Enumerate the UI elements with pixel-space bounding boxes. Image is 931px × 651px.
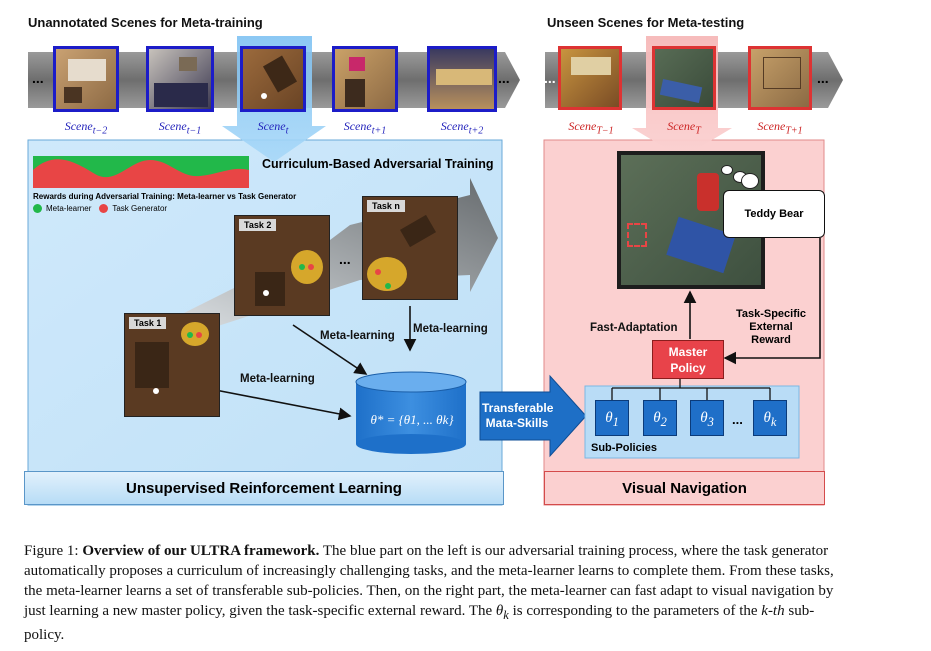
- rewards-legend: Meta-learner Task Generator: [33, 204, 167, 213]
- sub-policies-label: Sub-Policies: [591, 442, 658, 454]
- scene-label: Scenet−2: [64, 119, 108, 137]
- meta-learner-legend-dot: [33, 204, 42, 213]
- curriculum-title: Curriculum-Based Adversarial Training: [262, 157, 494, 171]
- scene-label: Scenet+1: [343, 119, 387, 137]
- figure-caption: Figure 1: Overview of our ULTRA framewor…: [24, 543, 834, 643]
- sub-policy-theta: θ1: [595, 400, 629, 436]
- target-marker-icon: [627, 223, 647, 247]
- scene-label: SceneT: [667, 119, 701, 137]
- meta-learning-label: Meta-learning: [413, 323, 488, 335]
- task-label: Task 1: [129, 317, 167, 329]
- test-scene-thumbnail-current: [652, 46, 716, 110]
- legend-label: Task Generator: [112, 204, 168, 213]
- external-reward-label: Task-Specific External Reward: [735, 308, 807, 346]
- thought-bubble-icon: [721, 165, 733, 175]
- robot-icon: [697, 173, 719, 211]
- test-scene-thumbnail: [748, 46, 812, 110]
- test-scene-thumbnail: [558, 46, 622, 110]
- scene-thumbnail: [53, 46, 119, 112]
- scene-thumbnail: [332, 46, 398, 112]
- scene-label: SceneT−1: [568, 119, 614, 137]
- legend-label: Meta-learner: [46, 204, 92, 213]
- task-label: Task n: [367, 200, 405, 212]
- task-generator-reward-area: [33, 159, 249, 188]
- meta-learning-label: Meta-learning: [240, 373, 315, 385]
- test-ellipsis-left: ...: [544, 70, 556, 86]
- meta-learning-arrow-task2: [292, 324, 368, 375]
- visual-navigation-label: Visual Navigation: [544, 471, 825, 505]
- task-card-1: Task 1: [124, 313, 220, 417]
- scene-label: Scenet−1: [158, 119, 202, 137]
- train-ellipsis-right: ...: [498, 70, 510, 86]
- goal-bubble: Teddy Bear: [723, 190, 825, 238]
- sub-policy-theta: θk: [753, 400, 787, 436]
- thought-bubble-icon: [741, 173, 759, 189]
- scene-thumbnail: [146, 46, 214, 112]
- task-ellipsis: ...: [339, 251, 351, 267]
- skill-database-cylinder: [355, 371, 467, 454]
- task-card-2: Task 2: [234, 215, 330, 316]
- transferable-skills-arrow: [479, 374, 587, 458]
- rewards-title: Rewards during Adversarial Training: Met…: [33, 192, 297, 201]
- unsupervised-rl-label: Unsupervised Reinforcement Learning: [24, 471, 504, 505]
- scene-label: Scenet+2: [440, 119, 484, 137]
- task-card-n: Task n: [362, 196, 458, 300]
- sub-policy-theta: θ2: [643, 400, 677, 436]
- train-ellipsis-left: ...: [32, 70, 44, 86]
- meta-testing-header: Unseen Scenes for Meta-testing: [547, 15, 745, 30]
- fast-adaptation-label: Fast-Adaptation: [590, 322, 678, 334]
- scene-thumbnail: [427, 46, 497, 112]
- caption-title: Overview of our ULTRA framework.: [82, 543, 320, 559]
- theta-formula: θ* = {θ1, ... θk}: [370, 412, 454, 427]
- transferable-skills-label: Transferable Mata-Skills: [482, 401, 554, 430]
- sub-policy-theta: θ3: [690, 400, 724, 436]
- meta-learning-arrow-task1: [204, 387, 352, 421]
- scene-thumbnail-current: [240, 46, 306, 112]
- task-label: Task 2: [239, 219, 277, 231]
- scene-label: Scenet: [257, 119, 289, 137]
- scene-label: SceneT+1: [757, 119, 803, 137]
- external-reward-arrow: [723, 238, 821, 365]
- meta-learning-label: Meta-learning: [320, 330, 395, 342]
- meta-training-header: Unannotated Scenes for Meta-training: [28, 15, 263, 30]
- task-generator-legend-dot: [99, 204, 109, 213]
- theta-ellipsis: ...: [732, 412, 743, 427]
- master-policy-box: Master Policy: [652, 340, 724, 379]
- policy-tree-lines: [611, 378, 771, 400]
- test-ellipsis-right: ...: [817, 70, 829, 86]
